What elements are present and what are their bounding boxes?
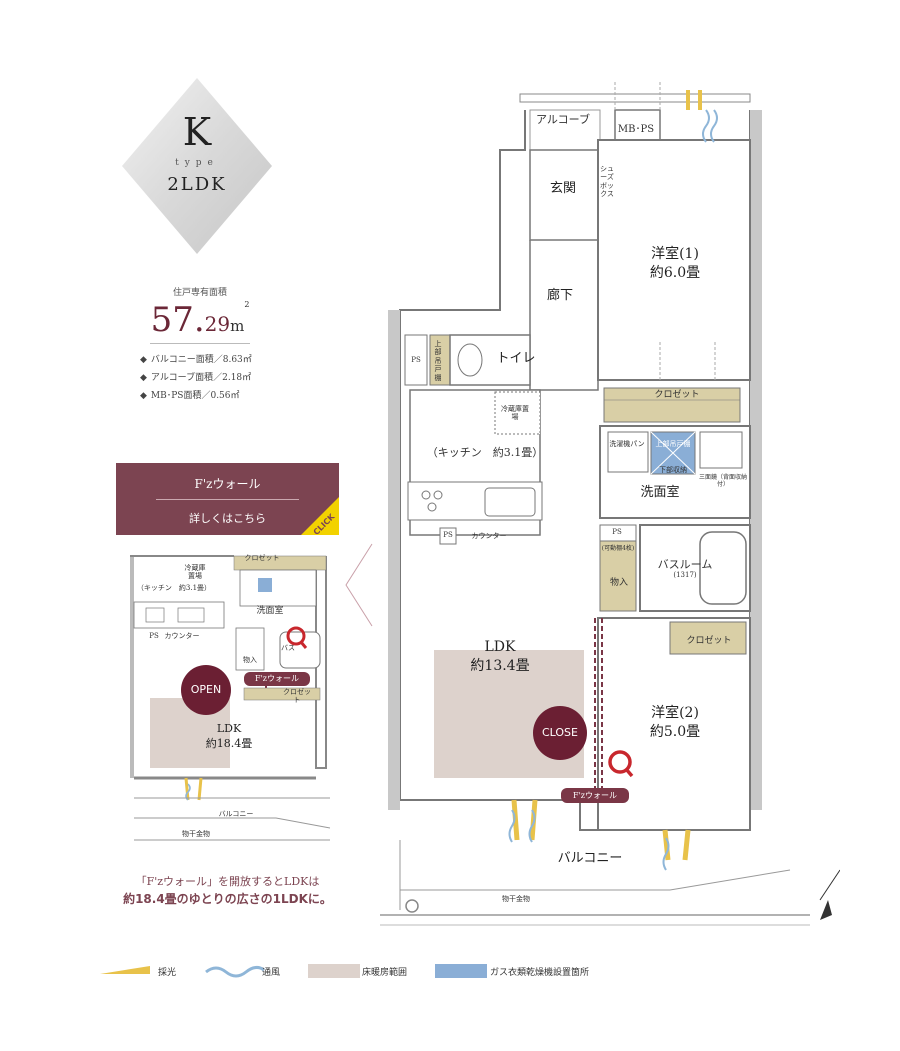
mini-ps-label: PS — [149, 632, 159, 640]
fz-wall-title: F'zウォール — [194, 477, 261, 491]
floor-heat-swatch — [308, 964, 360, 978]
wind-icon — [205, 965, 265, 978]
storage-label: 物入 — [609, 578, 628, 588]
shelf-label: (可動棚4枚) — [601, 545, 635, 552]
room2-label: 洋室(2)約5.0畳 — [649, 705, 701, 740]
fz-wall-link[interactable]: F'zウォール 詳しくはこちら CLICK — [116, 463, 339, 537]
balcony-label: バルコニー — [557, 851, 623, 866]
area-label: 住戸専有面積 — [172, 288, 227, 298]
caption-line2: 約18.4畳のゆとりの広さの1LDKに。 — [123, 892, 332, 906]
mirror-label: 三面鏡（背面収納付） — [698, 474, 747, 489]
spec-alcove: ◆アルコーブ面積／2.18㎡ — [140, 373, 252, 383]
shoebox-label: シューズボックス — [600, 165, 614, 199]
kitchen-label: （キッチン 約3.1畳） — [426, 446, 544, 459]
area-value: 57.29m 2 — [120, 300, 280, 340]
mini-counter-label: カウンター — [164, 632, 200, 640]
area-dec: 29 — [204, 312, 231, 336]
fz-wall-tag: F'zウォール — [561, 788, 629, 803]
legend-swatches — [100, 964, 487, 978]
washroom-label: 洗面室 — [640, 485, 680, 500]
click-corner — [301, 497, 339, 535]
area-sq: 2 — [244, 300, 250, 309]
ps-bath-label: PS — [612, 528, 622, 536]
mbps-label: MB･PS — [617, 124, 655, 135]
room1-label: 洋室(1)約6.0畳 — [649, 246, 701, 281]
type-letter: K — [182, 110, 212, 154]
open-button[interactable]: OPEN — [181, 665, 231, 715]
mini-fz-wall-tag: F'zウォール — [244, 672, 310, 686]
fz-wall-details: 詳しくはこちら — [189, 512, 266, 525]
area-unit: m — [230, 317, 245, 335]
legend-floor-heat: 床暖房範囲 — [362, 968, 408, 978]
hallway-label: 廊下 — [546, 288, 573, 303]
upper-cabinet-label: 上部吊戸棚 — [434, 340, 442, 382]
mini-kitchen-label: （キッチン 約3.1畳） — [136, 584, 212, 592]
closet-room2-label: クロゼット — [686, 636, 732, 646]
mini-closet-label: クロゼット — [244, 554, 280, 562]
type-layout: 2LDK — [167, 174, 227, 195]
washer-pan-label: 洗濯機パン — [609, 440, 645, 448]
alcove-label: アルコーブ — [535, 113, 590, 126]
mini-bath-label: バス — [281, 644, 295, 652]
toilet-label: トイレ — [496, 351, 536, 366]
mini-balcony-label: バルコニー — [218, 810, 254, 818]
upper-cabinet2-label: 上部吊戸棚 — [655, 440, 691, 448]
spec-mbps: ◆MB･PS面積／0.56㎡ — [140, 391, 240, 401]
mini-rail-label: 物干金物 — [182, 830, 210, 838]
fz-wall-divider — [156, 499, 299, 500]
type-sub: type — [175, 158, 219, 168]
rail-label: 物干金物 — [502, 895, 530, 903]
closet-top-label: クロゼット — [654, 390, 700, 400]
ps-top-label: PS — [411, 356, 421, 364]
ps-kitchen-label: PS — [443, 531, 453, 539]
mini-storage-label: 物入 — [243, 656, 257, 664]
area-divider — [150, 343, 250, 344]
area-int: 57. — [150, 300, 205, 340]
mini-floor-plan — [116, 548, 376, 848]
entrance-label: 玄関 — [549, 181, 576, 196]
mini-fridge-label: 冷蔵庫 置場 — [184, 564, 206, 581]
spec-balcony: ◆バルコニー面積／8.63㎡ — [140, 355, 252, 365]
mini-closet2-label: クロゼット — [283, 688, 311, 705]
fridge-label: 冷蔵庫置場 — [501, 405, 529, 422]
dryer-swatch — [435, 964, 487, 978]
chevron-left-icon — [345, 543, 373, 627]
mini-washroom-label: 洗面室 — [256, 606, 284, 616]
caption-line1: 「F'zウォール」を開放するとLDKは — [135, 875, 320, 888]
type-badge: K type 2LDK — [122, 78, 272, 254]
close-button[interactable]: CLOSE — [533, 706, 587, 760]
counter-label: カウンター — [471, 532, 507, 540]
legend-wind: 通風 — [262, 968, 281, 978]
diamond-shape — [122, 78, 272, 254]
legend-dryer: ガス衣類乾燥機設置箇所 — [490, 968, 590, 978]
main-floor-plan — [380, 80, 840, 926]
bathroom-label: バスルーム(1317) — [657, 558, 713, 580]
light-icon — [100, 966, 150, 974]
lower-storage-label: 下部収納 — [659, 466, 687, 474]
legend-light: 採光 — [158, 968, 177, 978]
